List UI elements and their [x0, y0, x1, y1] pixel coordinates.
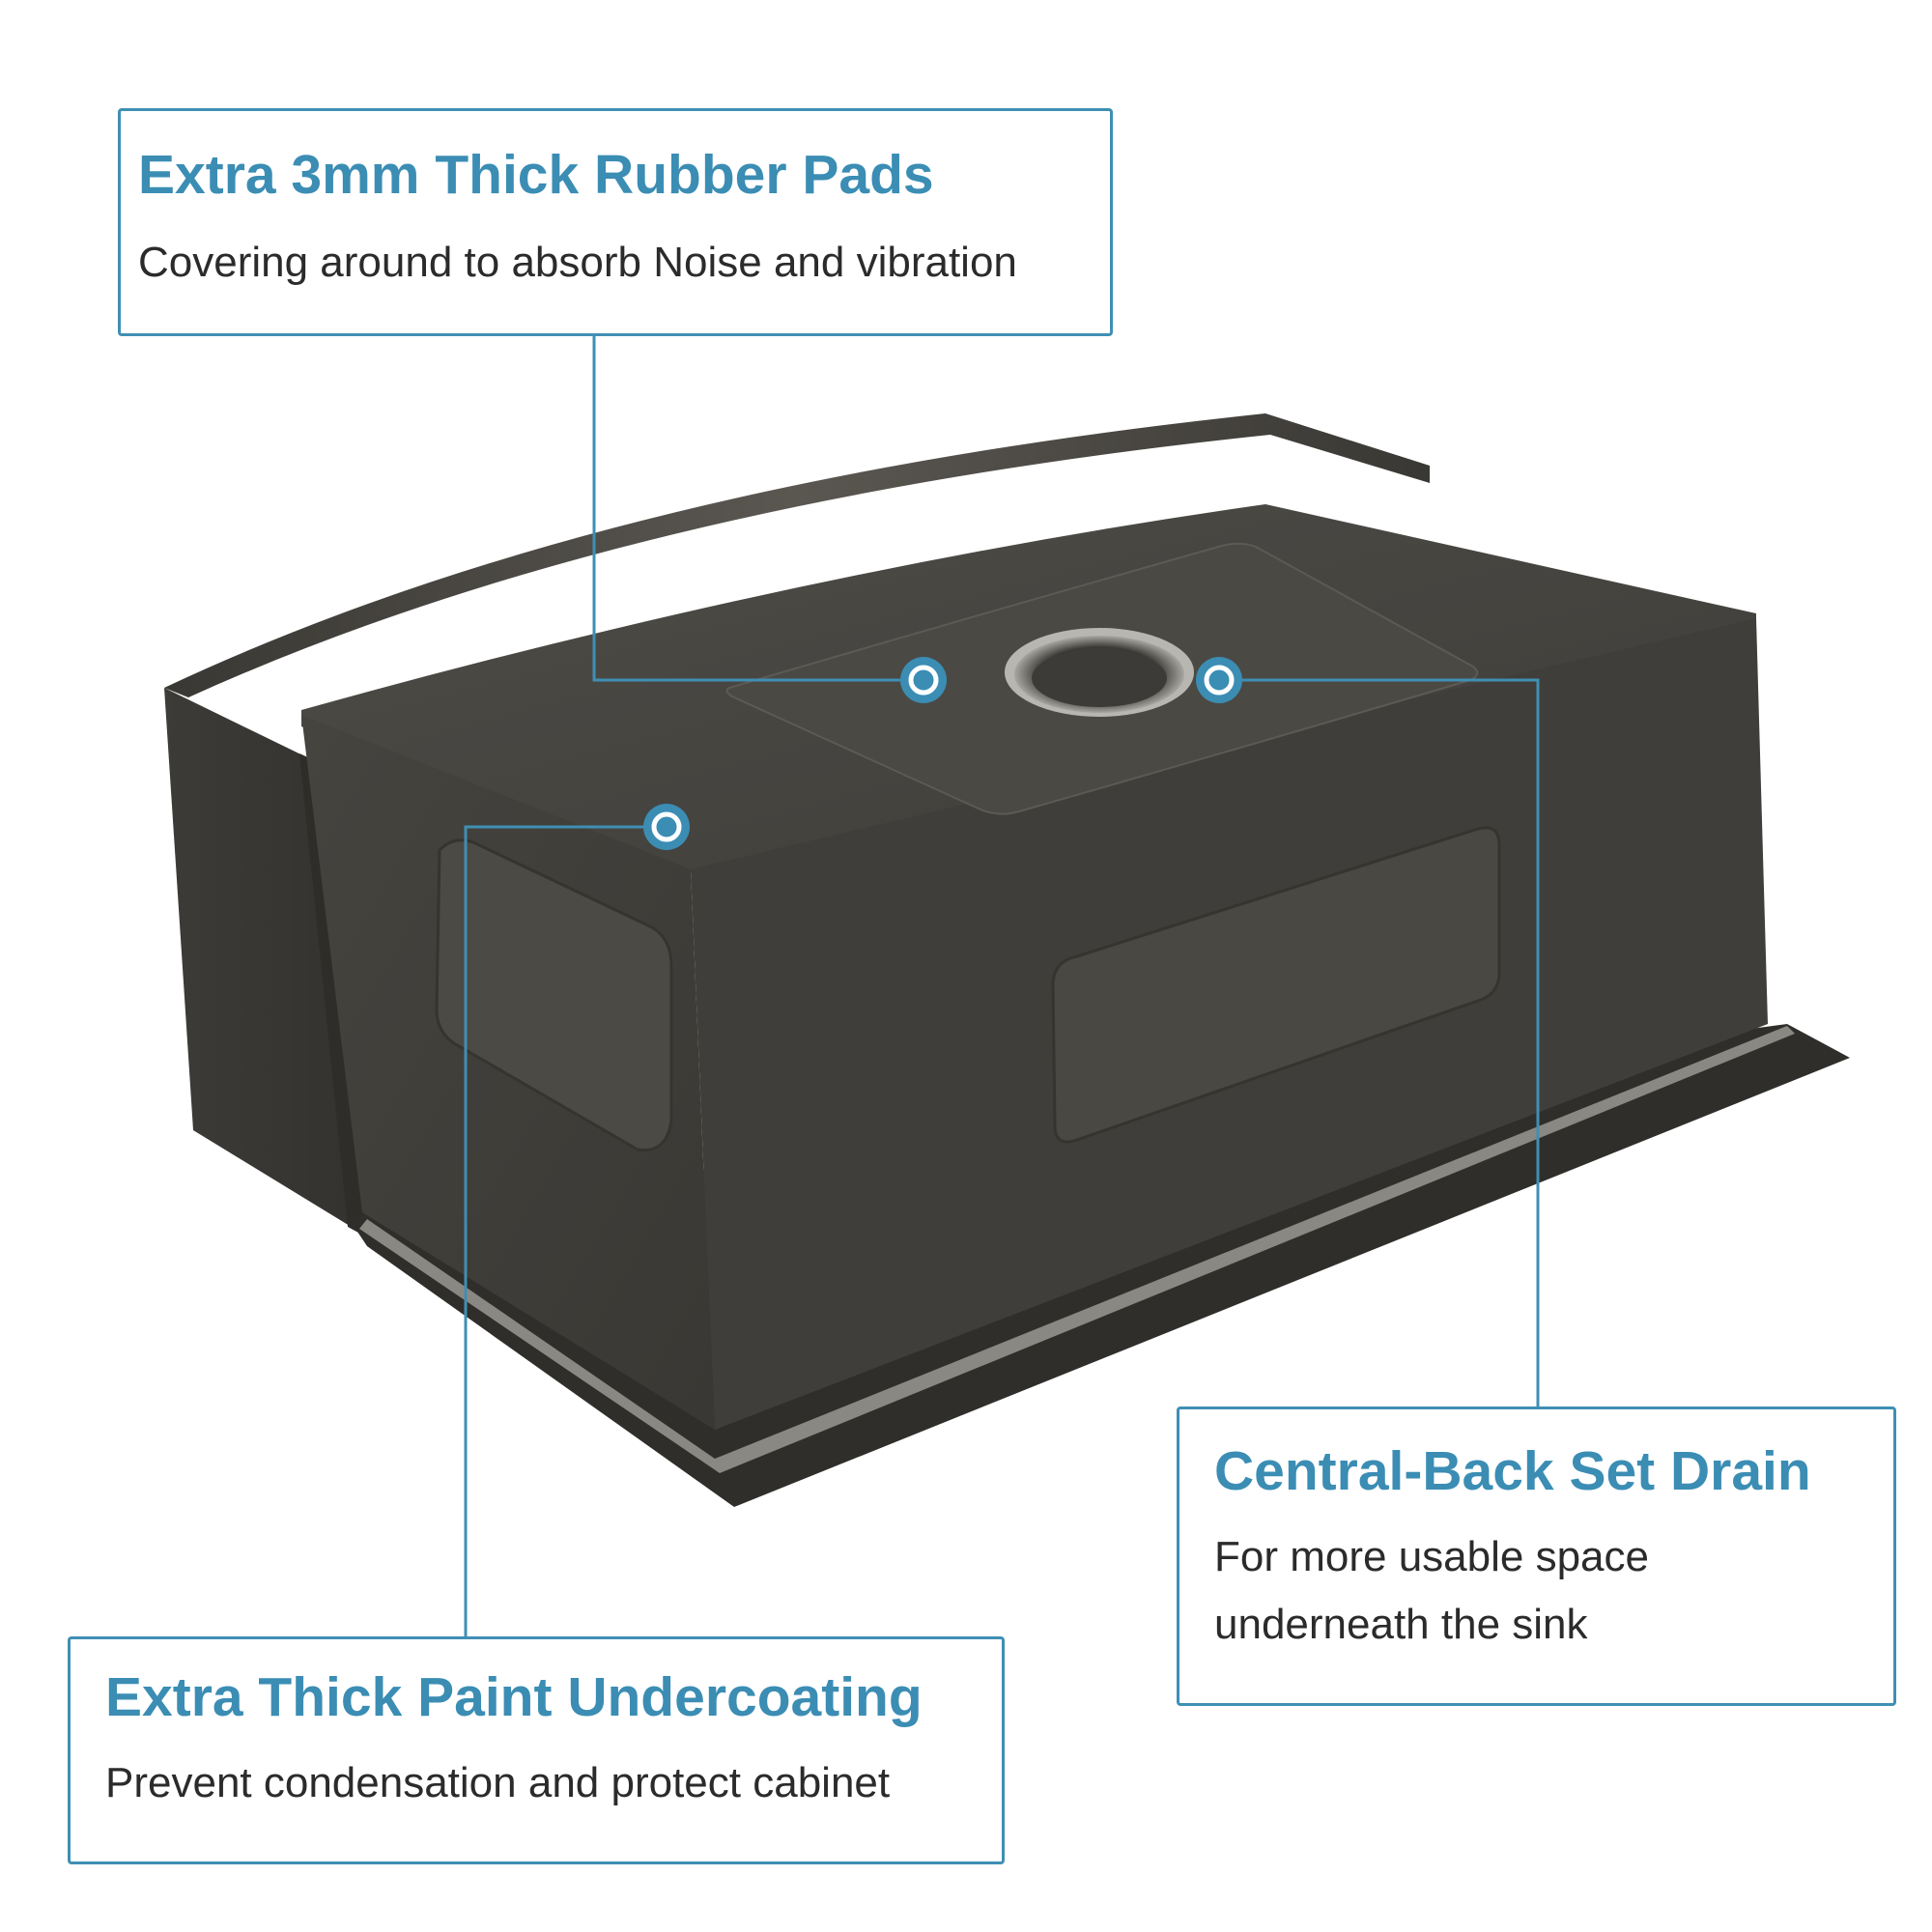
leader-line-coating [464, 825, 667, 1636]
callout-description: Covering around to absorb Noise and vibr… [138, 238, 1017, 286]
callout-undercoating: Extra Thick Paint Undercoating Prevent c… [68, 1636, 1005, 1864]
callout-description: For more usable space underneath the sin… [1214, 1532, 1649, 1648]
callout-rubber-pads: Extra 3mm Thick Rubber Pads Covering aro… [118, 108, 1113, 336]
undercoating-marker [643, 804, 690, 850]
leader-line-pads [592, 336, 923, 682]
sink-apron-rim [164, 413, 1430, 697]
callout-description: Prevent condensation and protect cabinet [105, 1758, 891, 1806]
ring-marker-icon [1196, 657, 1242, 703]
callout-title: Extra 3mm Thick Rubber Pads [138, 144, 934, 206]
ring-marker-icon [643, 804, 690, 850]
callout-title: Central-Back Set Drain [1214, 1440, 1811, 1502]
drain-inner [1032, 649, 1167, 707]
rubber-pad-marker-top [900, 657, 947, 703]
drain-marker [1196, 657, 1242, 703]
leader-line-drain [1219, 678, 1540, 1406]
callout-drain: Central-Back Set Drain For more usable s… [1177, 1406, 1896, 1706]
ring-marker-icon [900, 657, 947, 703]
rubber-pad-right [1051, 826, 1501, 1144]
callout-title: Extra Thick Paint Undercoating [105, 1666, 923, 1728]
